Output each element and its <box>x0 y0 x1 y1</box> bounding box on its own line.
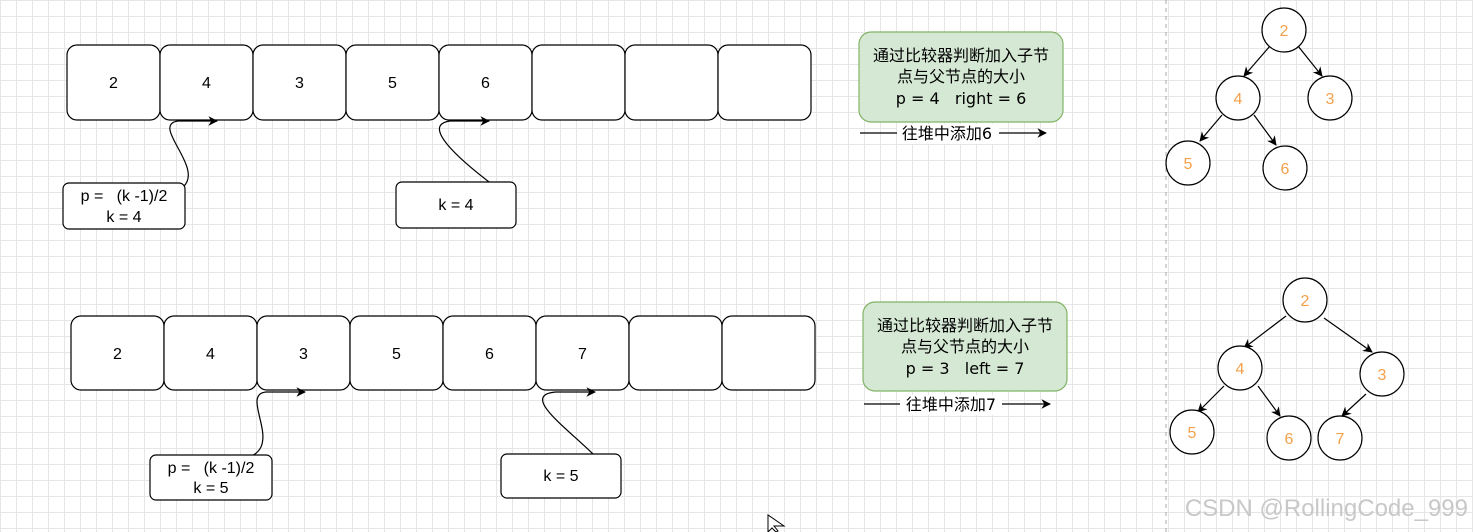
array-cell: 5 <box>345 44 440 121</box>
k-value-text: k = 4 <box>438 197 473 214</box>
k-value-text: k = 5 <box>543 468 578 485</box>
cell-value: 4 <box>202 75 211 92</box>
tree-node: 6 <box>1266 415 1312 461</box>
child-index-label: k = 4 <box>395 181 517 229</box>
tree-node: 4 <box>1215 75 1261 121</box>
heap-array-row-2: 2 4 3 5 6 7 <box>70 315 816 391</box>
svg-text:4: 4 <box>1236 361 1245 378</box>
heap-array-row-1: 2 4 3 5 6 <box>66 44 812 121</box>
cell-value: 2 <box>109 75 118 92</box>
tree-node: 5 <box>1165 140 1211 186</box>
svg-text:2: 2 <box>1301 293 1310 310</box>
tree-node: 3 <box>1307 75 1353 121</box>
svg-text:5: 5 <box>1188 425 1197 442</box>
k-value-text: k = 5 <box>193 480 228 497</box>
formula-text: p = (k -1)/2 <box>168 460 255 477</box>
svg-text:点与父节点的大小: 点与父节点的大小 <box>901 337 1029 356</box>
svg-text:通过比较器判断加入子节: 通过比较器判断加入子节 <box>877 316 1053 335</box>
cell-value: 2 <box>113 346 122 363</box>
child-index-label: k = 5 <box>500 453 622 499</box>
tree-node: 3 <box>1359 351 1405 397</box>
cell-value: 6 <box>485 346 494 363</box>
cell-value: 7 <box>578 346 587 363</box>
array-cell <box>721 315 816 391</box>
svg-text:往堆中添加7: 往堆中添加7 <box>906 395 996 414</box>
cell-value: 4 <box>206 346 215 363</box>
array-cell: 3 <box>252 44 347 121</box>
array-cell: 7 <box>535 315 630 391</box>
tree-node: 4 <box>1217 345 1263 391</box>
svg-text:6: 6 <box>1281 161 1290 178</box>
add-to-heap-arrow: 往堆中添加6 <box>860 124 1047 144</box>
tree-node: 2 <box>1261 7 1307 53</box>
parent-index-label: p = (k -1)/2 k = 4 <box>62 182 186 230</box>
tree-node: 2 <box>1282 277 1328 323</box>
heap-tree-2: 2 4 3 5 6 7 <box>1169 277 1405 461</box>
child-pointer-arrow <box>542 387 599 460</box>
array-cell: 6 <box>442 315 537 391</box>
comparator-note: 通过比较器判断加入子节 点与父节点的大小 p = 4 right = 6 <box>858 31 1064 123</box>
svg-text:2: 2 <box>1280 23 1289 40</box>
svg-text:p = 3 left = 7: p = 3 left = 7 <box>906 359 1025 378</box>
tree-node: 5 <box>1169 409 1215 455</box>
array-cell: 3 <box>256 315 351 391</box>
array-cell <box>531 44 626 121</box>
watermark: CSDN @RollingCode_999 <box>1185 495 1468 522</box>
svg-text:p = 4 right = 6: p = 4 right = 6 <box>896 89 1027 108</box>
tree-node: 6 <box>1262 145 1308 191</box>
cursor-icon <box>767 514 786 532</box>
cell-value: 3 <box>299 346 308 363</box>
parent-pointer-arrow <box>169 116 218 188</box>
svg-text:3: 3 <box>1326 91 1335 108</box>
svg-text:4: 4 <box>1234 91 1243 108</box>
svg-text:7: 7 <box>1336 431 1345 448</box>
array-cell <box>717 44 812 121</box>
add-to-heap-arrow: 往堆中添加7 <box>864 395 1051 415</box>
array-cell: 5 <box>349 315 444 391</box>
svg-text:5: 5 <box>1184 156 1193 173</box>
array-cell: 2 <box>66 44 161 121</box>
heap-tree-1: 2 4 3 5 6 <box>1165 7 1353 191</box>
array-cell <box>628 315 723 391</box>
array-cell: 2 <box>70 315 165 391</box>
array-cell <box>624 44 719 121</box>
tree-node: 7 <box>1317 415 1363 461</box>
svg-text:往堆中添加6: 往堆中添加6 <box>902 124 992 143</box>
svg-text:点与父节点的大小: 点与父节点的大小 <box>897 67 1025 86</box>
array-cell: 4 <box>163 315 258 391</box>
k-value-text: k = 4 <box>106 209 141 226</box>
cell-value: 5 <box>388 75 397 92</box>
parent-index-label: p = (k -1)/2 k = 5 <box>149 454 273 501</box>
parent-pointer-arrow <box>224 387 306 461</box>
array-cell: 6 <box>438 44 533 121</box>
formula-text: p = (k -1)/2 <box>81 188 168 205</box>
svg-text:3: 3 <box>1378 367 1387 384</box>
cell-value: 3 <box>295 75 304 92</box>
cell-value: 5 <box>392 346 401 363</box>
array-cell: 4 <box>159 44 254 121</box>
svg-text:通过比较器判断加入子节: 通过比较器判断加入子节 <box>873 46 1049 65</box>
svg-text:6: 6 <box>1285 431 1294 448</box>
comparator-note: 通过比较器判断加入子节 点与父节点的大小 p = 3 left = 7 <box>862 301 1068 392</box>
cell-value: 6 <box>481 75 490 92</box>
child-pointer-arrow <box>438 116 494 186</box>
